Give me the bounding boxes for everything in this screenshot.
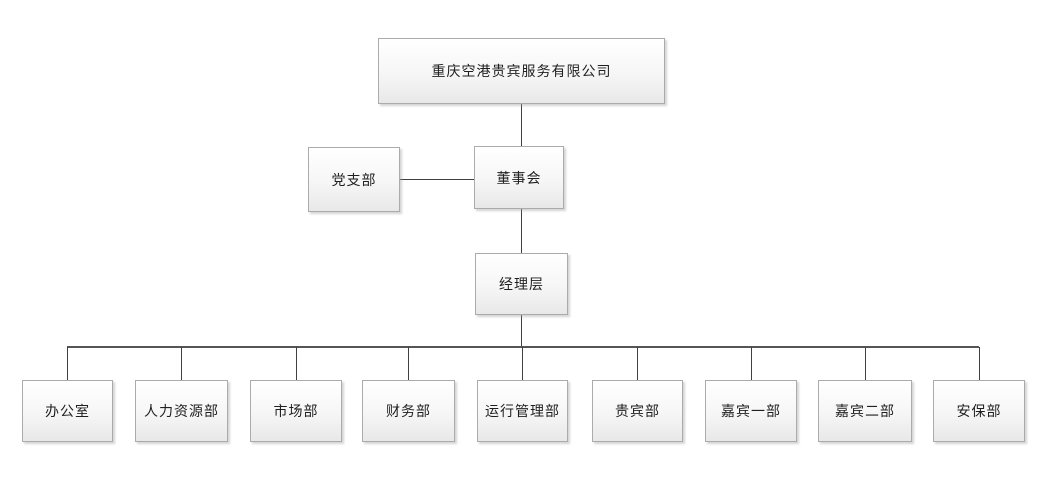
connector-drop-hr	[181, 347, 182, 380]
node-department-operations-label: 运行管理部	[485, 405, 560, 420]
node-department-vip-label: 贵宾部	[615, 405, 660, 420]
node-department-guest2: 嘉宾二部	[818, 380, 912, 442]
node-department-operations: 运行管理部	[477, 380, 568, 442]
node-department-security-label: 安保部	[956, 405, 1002, 420]
node-board: 董事会	[474, 146, 564, 209]
connector-drop-guest2	[865, 347, 866, 380]
node-department-guest2-label: 嘉宾二部	[835, 405, 895, 420]
node-board-label: 董事会	[496, 171, 542, 187]
node-department-guest1: 嘉宾一部	[705, 380, 797, 442]
connector-management-to-bus	[521, 315, 522, 347]
connector-drop-operations	[522, 347, 523, 380]
node-company-root: 重庆空港贵宾服务有限公司	[378, 38, 665, 104]
node-department-security: 安保部	[933, 380, 1025, 442]
node-department-marketing: 市场部	[250, 380, 342, 442]
node-department-hr: 人力资源部	[135, 380, 228, 442]
node-company-root-label: 重庆空港贵宾服务有限公司	[431, 65, 612, 80]
connector-drop-finance	[408, 347, 409, 380]
connector-drop-guest1	[751, 347, 752, 380]
connector-root-to-board	[521, 104, 522, 147]
node-department-office: 办公室	[22, 380, 113, 442]
connector-department-bus	[67, 346, 979, 348]
connector-party-to-board	[400, 179, 474, 180]
connector-board-to-management	[521, 209, 522, 253]
connector-drop-marketing	[296, 347, 297, 380]
node-department-office-label: 办公室	[45, 405, 90, 420]
node-department-hr-label: 人力资源部	[144, 405, 219, 420]
node-department-guest1-label: 嘉宾一部	[721, 405, 781, 420]
node-management: 经理层	[475, 253, 568, 315]
node-party-branch: 党支部	[308, 147, 400, 212]
node-party-branch-label: 党支部	[331, 173, 377, 189]
node-department-finance: 财务部	[362, 380, 455, 442]
node-department-vip: 贵宾部	[592, 380, 683, 442]
connector-drop-office	[67, 347, 68, 380]
node-department-marketing-label: 市场部	[273, 405, 319, 420]
node-department-finance-label: 财务部	[386, 405, 431, 420]
connector-drop-vip	[637, 347, 638, 380]
node-management-label: 经理层	[499, 278, 544, 293]
connector-drop-security	[979, 347, 980, 380]
